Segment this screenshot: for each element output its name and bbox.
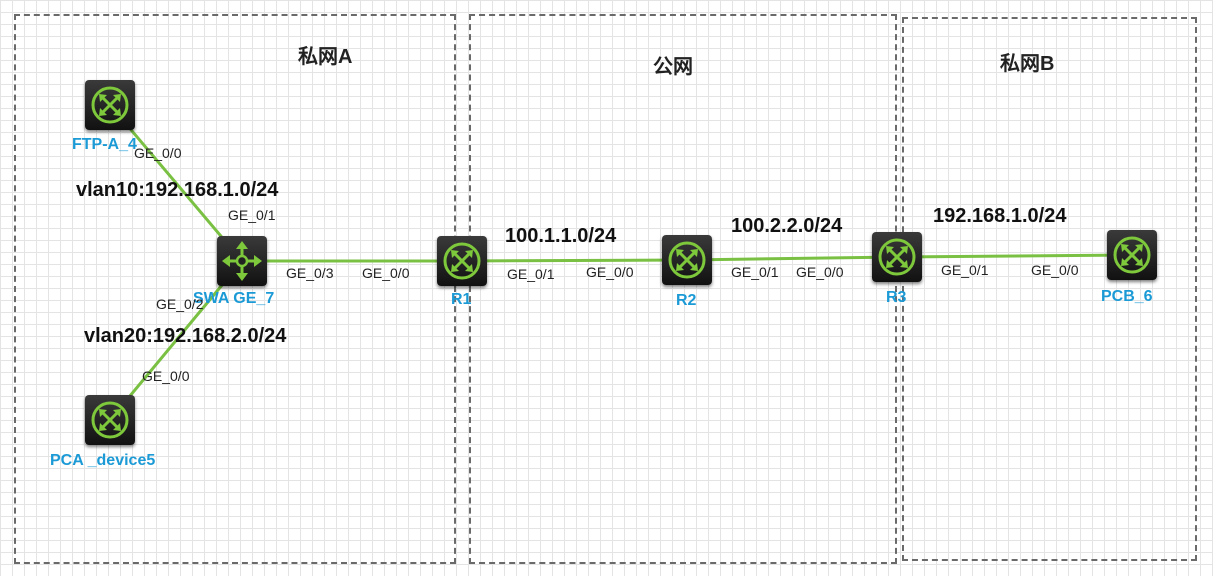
subnet-vlan10: vlan10:192.168.1.0/24 [76, 179, 279, 201]
router-icon [443, 242, 481, 280]
zone-public [469, 14, 897, 564]
port-r2-ge0-0: GE_0/0 [586, 264, 634, 280]
device-swa[interactable] [217, 236, 267, 286]
zone-public-title: 公网 [653, 56, 693, 78]
device-ftp[interactable] [85, 80, 135, 130]
router-icon [91, 86, 129, 124]
port-r3-ge0-1: GE_0/1 [941, 262, 989, 278]
zone-private-b-title: 私网B [1000, 53, 1055, 75]
link-r1-r2 [461, 258, 688, 263]
device-pcb[interactable] [1107, 230, 1157, 280]
router-icon [878, 238, 916, 276]
port-r1-ge0-0: GE_0/0 [362, 265, 410, 281]
port-ftp-ge0-0: GE_0/0 [134, 145, 182, 161]
link-r2-r3 [686, 255, 898, 262]
zone-private-a-title: 私网A [298, 46, 353, 68]
device-name-pca: PCA _device5 [50, 452, 156, 469]
port-pcb-ge0-0: GE_0/0 [1031, 262, 1079, 278]
port-swa-ge0-1: GE_0/1 [228, 207, 276, 223]
zone-private-a [14, 14, 456, 564]
subnet-r3-pcb: 192.168.1.0/24 [933, 205, 1067, 227]
device-r2[interactable] [662, 235, 712, 285]
device-name-pcb: PCB_6 [1101, 288, 1153, 305]
switch-icon [222, 241, 262, 281]
port-pca-ge0-0: GE_0/0 [142, 368, 190, 384]
device-name-ftp: FTP-A_4 [72, 136, 137, 153]
device-name-r1: R1 [451, 291, 472, 308]
subnet-vlan20: vlan20:192.168.2.0/24 [84, 325, 287, 347]
device-name-swa: SWA GE_7 [193, 290, 275, 307]
link-r3-pcb [896, 253, 1133, 259]
port-r2-ge0-1: GE_0/1 [731, 264, 779, 280]
port-swa-ge0-3: GE_0/3 [286, 265, 334, 281]
router-icon [1113, 236, 1151, 274]
port-r1-ge0-1: GE_0/1 [507, 266, 555, 282]
router-icon [91, 401, 129, 439]
subnet-r2-r3: 100.2.2.0/24 [731, 215, 843, 237]
device-name-r3: R3 [886, 289, 907, 306]
device-r1[interactable] [437, 236, 487, 286]
subnet-r1-r2: 100.1.1.0/24 [505, 225, 617, 247]
zone-private-b [902, 17, 1197, 561]
port-swa-ge0-2: GE_0/2 [156, 296, 204, 312]
device-r3[interactable] [872, 232, 922, 282]
device-pca[interactable] [85, 395, 135, 445]
link-ftp-swa [108, 104, 244, 262]
port-r3-ge0-0: GE_0/0 [796, 264, 844, 280]
device-name-r2: R2 [676, 292, 697, 309]
link-pca-swa [108, 260, 244, 421]
router-icon [668, 241, 706, 279]
